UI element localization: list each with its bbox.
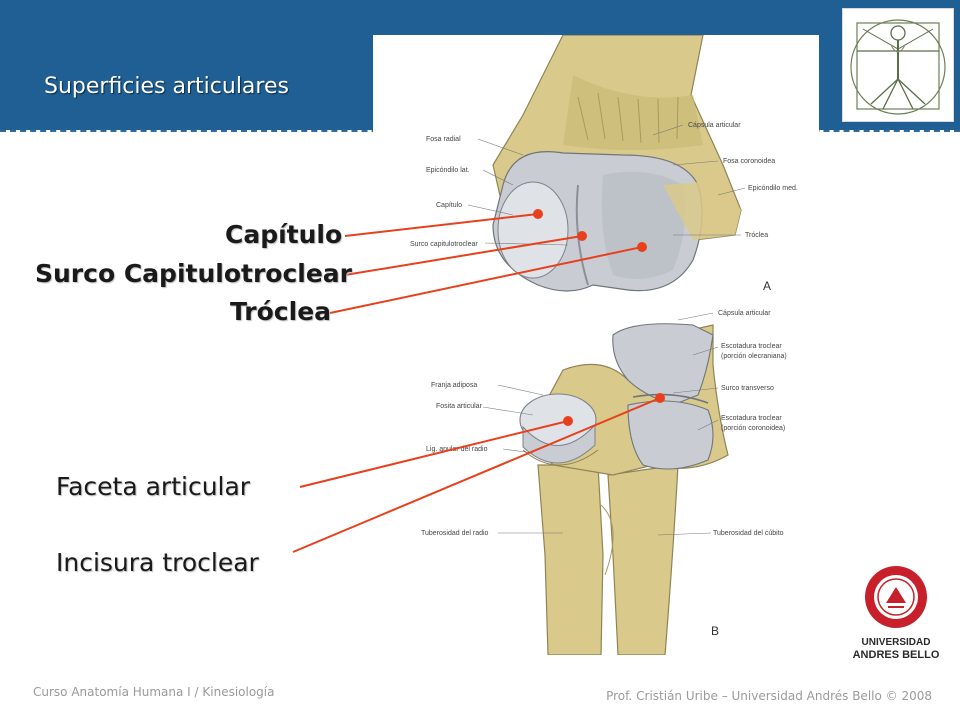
fig-label-porcion-coronoidea: (porción coronoidea) — [721, 425, 785, 432]
fig-label-lig-anular: Lig. anular del radio — [426, 446, 488, 453]
logo-line1: UNIVERSIDAD — [862, 637, 931, 648]
fig-label-fosita-articular: Fosita articular — [436, 403, 483, 410]
elbow-anatomy-figure: Fosa radial Cápsula articular Epicóndilo… — [373, 34, 819, 656]
slide-title: Superficies articulares — [44, 74, 289, 99]
fig-label-fosa-coronoidea: Fosa coronoidea — [723, 158, 775, 165]
fig-label-capitulo: Capítulo — [436, 202, 462, 209]
label-troclea: Tróclea — [230, 297, 332, 326]
label-incisura-troclear: Incisura troclear — [56, 548, 259, 577]
fig-label-porcion-olecraniana: (porción olecraniana) — [721, 353, 787, 360]
fig-label-capsula-a: Cápsula articular — [688, 122, 741, 129]
logo-line2: ANDRES BELLO — [853, 649, 940, 661]
fig-label-surco: Surco capitulotroclear — [410, 241, 478, 248]
footer-course: Curso Anatomía Humana I / Kinesiología — [33, 685, 275, 699]
fig-label-epicondilo-med: Epicóndilo med. — [748, 185, 798, 192]
fig-letter-b: B — [711, 624, 719, 638]
fig-label-fosa-radial: Fosa radial — [426, 136, 461, 143]
footer-author: Prof. Cristián Uribe – Universidad André… — [606, 689, 932, 703]
humerus-distal-view: Fosa radial Cápsula articular Epicóndilo… — [410, 34, 798, 293]
fig-label-capsula-b: Cápsula articular — [718, 310, 771, 317]
fig-label-epicondilo-lat: Epicóndilo lat. — [426, 167, 470, 174]
radius-ulna-proximal-view: Cápsula articular Escotadura troclear (p… — [421, 310, 787, 656]
label-faceta-articular: Faceta articular — [56, 472, 251, 501]
fig-label-escotadura-olecraniana: Escotadura troclear — [721, 343, 782, 350]
label-capitulo: Capítulo — [225, 220, 343, 249]
fig-label-escotadura-coronoidea: Escotadura troclear — [721, 415, 782, 422]
fig-label-troclea: Tróclea — [745, 232, 768, 239]
fig-label-surco-transverso: Surco transverso — [721, 385, 774, 392]
fig-label-tuberosidad-radio: Tuberosidad del radio — [421, 530, 489, 537]
fig-label-tuberosidad-cubito: Tuberosidad del cúbito — [713, 530, 784, 537]
vitruvian-man-logo — [842, 8, 954, 122]
fig-label-franja-adiposa: Franja adiposa — [431, 382, 477, 389]
label-surco-capitulotroclear: Surco Capitulotroclear — [35, 259, 353, 288]
fig-letter-a: A — [763, 279, 771, 293]
universidad-andres-bello-logo: UNIVERSIDAD ANDRES BELLO — [850, 563, 942, 663]
